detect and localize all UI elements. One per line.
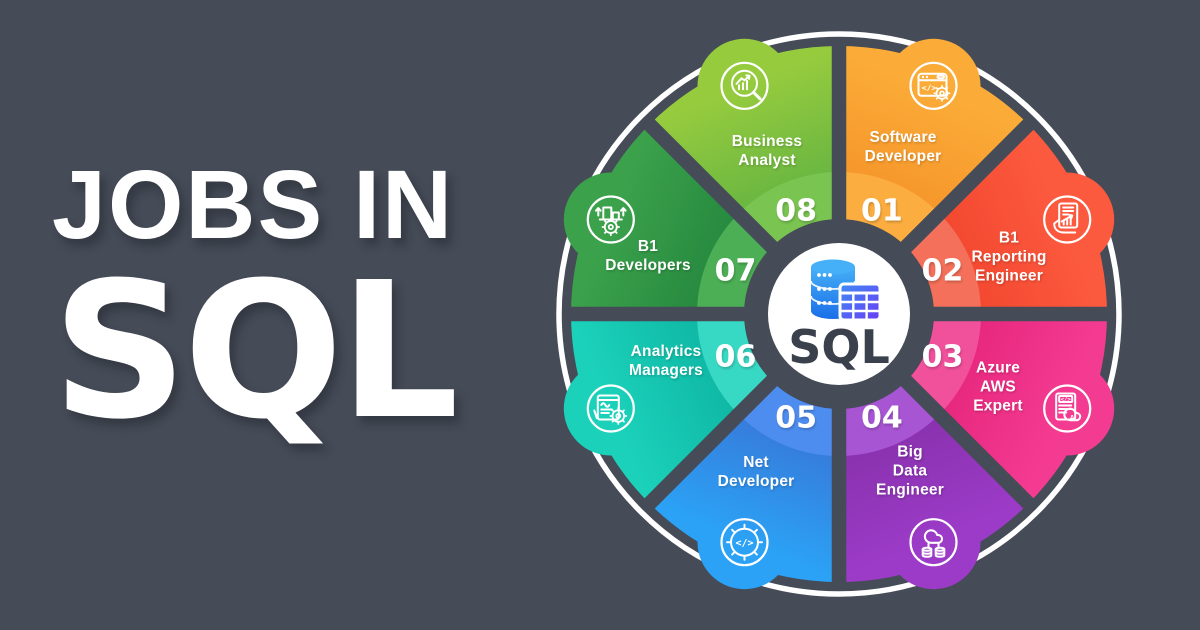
segment-label-net-developer: Net Developer — [717, 454, 795, 490]
headline-jobs-in: JOBS IN — [52, 150, 455, 259]
segment-number-01: 01 — [861, 193, 903, 228]
icon-ring — [909, 61, 958, 110]
segment-inner-band — [738, 380, 840, 456]
icon-ring — [1043, 195, 1092, 244]
svg-text:</>: </> — [922, 83, 937, 92]
segment-number-02: 02 — [921, 253, 964, 289]
segment-number-03: 03 — [921, 339, 964, 375]
sql-database-icon — [810, 259, 882, 322]
segment-label-analytics-managers: Analytics Managers — [629, 343, 703, 379]
icon-ring — [586, 384, 635, 433]
segment-inner-band — [697, 213, 773, 315]
icon-ring — [909, 518, 958, 567]
segment-number-05: 05 — [775, 400, 817, 435]
svg-text:</>: </> — [735, 538, 753, 549]
segment-label-big-data-engineer: Big Data Engineer — [876, 443, 944, 499]
segment-08-business-analyst — [649, 38, 840, 248]
icon-ring — [720, 518, 769, 567]
segment-inner-band — [838, 172, 940, 248]
segment-05-net-developer — [649, 380, 840, 590]
segment-inner-band — [905, 313, 981, 415]
analytics-document-gear-icon — [586, 384, 635, 433]
segment-inner-band — [838, 380, 940, 456]
browser-code-gear-icon: </> — [909, 61, 958, 110]
segment-inner-band — [905, 213, 981, 315]
segment-number-07: 07 — [714, 253, 757, 289]
segment-01-software-developer — [838, 38, 1029, 248]
outer-ring — [556, 31, 1122, 597]
machine-gear-icon — [586, 195, 635, 244]
database-dots — [817, 273, 832, 305]
segment-number-06: 06 — [714, 339, 757, 375]
segment-number-04: 04 — [861, 400, 903, 435]
center-sql-label: SQL — [788, 320, 890, 374]
headline-sql: SQL — [52, 242, 459, 461]
icon-ring — [720, 61, 769, 110]
segment-inner-band — [697, 313, 773, 415]
segment-inner-band — [738, 172, 840, 248]
segment-label-azure-aws-expert: Azure AWS Expert — [973, 359, 1023, 415]
svg-text:</>: </> — [1061, 397, 1072, 403]
segment-dividers — [566, 41, 1112, 587]
segment-label-business-analyst: Business Analyst — [731, 133, 803, 169]
gear-code-icon: </> — [720, 518, 769, 567]
table-grid-lines — [840, 291, 880, 320]
svg-text:A: A — [1070, 415, 1075, 422]
segment-label-software-developer: Software Developer — [864, 129, 942, 165]
cloud-database-icon — [909, 518, 958, 567]
segment-label-b1-developers: B1 Developers — [605, 238, 691, 274]
chart-magnifier-icon — [720, 61, 769, 110]
icon-ring — [1043, 384, 1092, 433]
report-hand-icon — [1043, 195, 1092, 244]
segment-number-08: 08 — [775, 193, 817, 228]
cloud-code-document-icon: </> A — [1043, 384, 1092, 433]
icon-ring — [586, 195, 635, 244]
segment-label-b1-reporting-engineer: B1 Reporting Engineer — [971, 229, 1047, 285]
